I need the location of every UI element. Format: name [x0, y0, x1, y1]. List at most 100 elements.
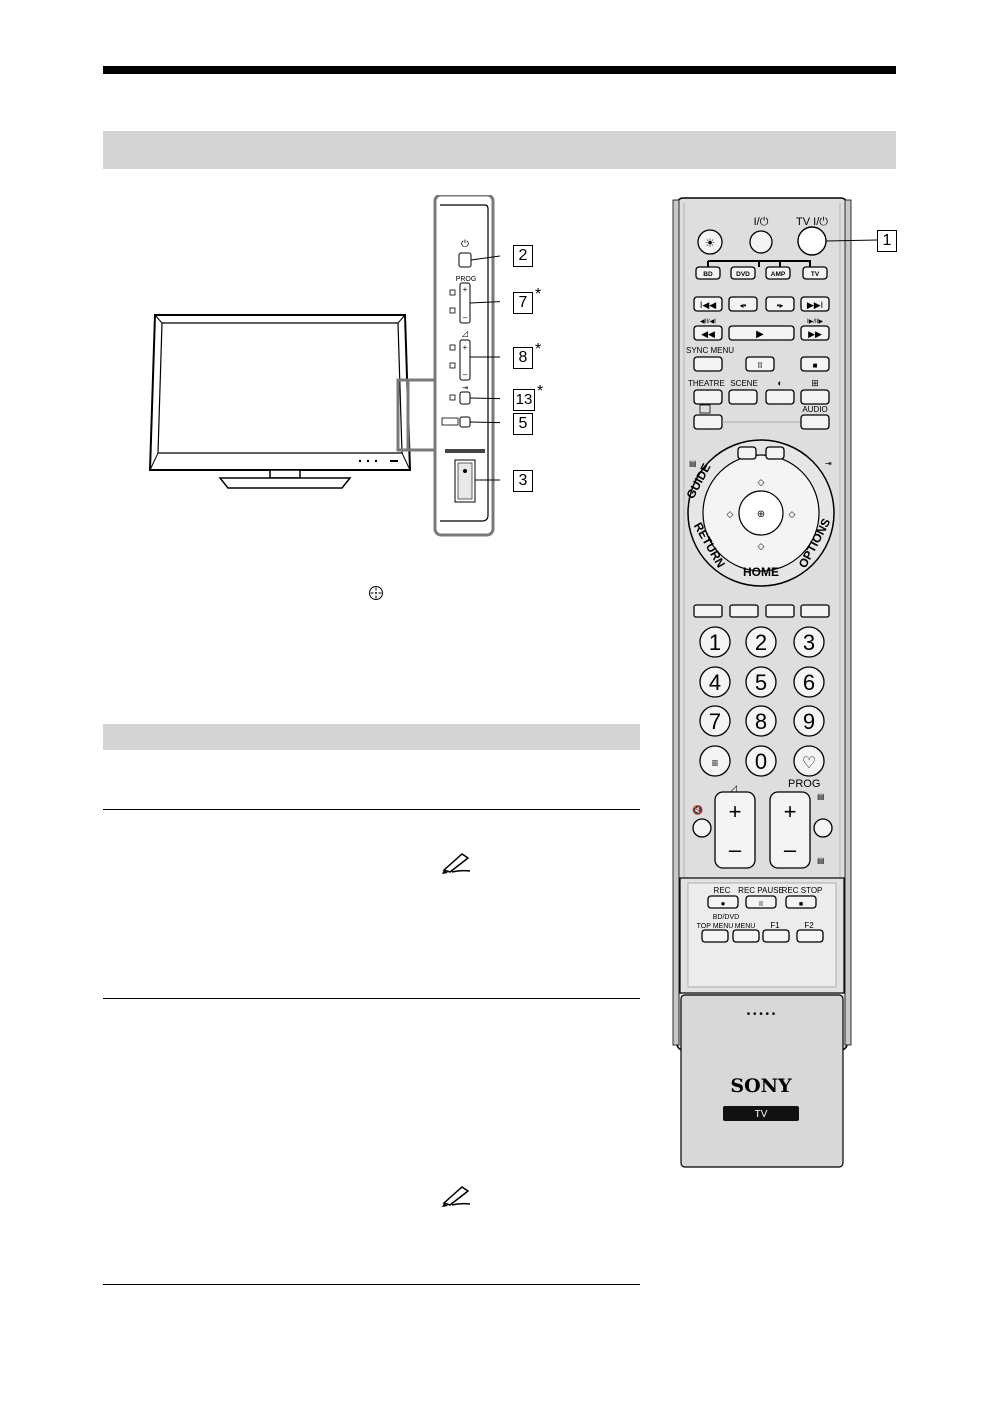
svg-text:SYNC MENU: SYNC MENU [686, 346, 734, 355]
svg-text:+: + [784, 799, 797, 824]
volume-rocker [714, 791, 756, 869]
svg-text:• • • • •: • • • • • [747, 1009, 776, 1020]
callout-2: 2 [513, 245, 533, 267]
callout-3: 3 [513, 470, 533, 492]
remote-control-illustration: .rt { font-family: "Liberation Sans", sa… [672, 197, 878, 1168]
svg-text:PROG: PROG [788, 778, 820, 790]
callout-7-asterisk: * [535, 286, 542, 303]
svg-text:◐: ◐ [777, 378, 782, 388]
svg-text:HOME: HOME [743, 565, 779, 579]
power-button [749, 230, 773, 254]
svg-text:I/⏻: I/⏻ [754, 216, 769, 228]
svg-text:TOP MENU: TOP MENU [697, 923, 734, 930]
callout-5: 5 [513, 413, 533, 435]
prog-label: PROG [456, 276, 477, 283]
svg-text:●: ● [721, 899, 726, 908]
svg-text:7: 7 [709, 709, 721, 734]
svg-text:0: 0 [755, 749, 767, 774]
svg-text:+: + [729, 799, 742, 824]
svg-text:▤: ▤ [817, 792, 825, 801]
svg-text:TV: TV [811, 271, 820, 278]
table-row-divider [103, 1284, 640, 1285]
svg-text:REC STOP: REC STOP [782, 886, 823, 895]
svg-text:+: + [463, 285, 468, 294]
note-pencil-icon [442, 853, 471, 874]
svg-text:◿: ◿ [730, 783, 737, 793]
svg-text:–: – [784, 837, 797, 862]
prog-rocker [769, 791, 811, 869]
svg-text:F1: F1 [770, 921, 780, 930]
svg-text:II: II [759, 901, 763, 908]
svg-text:4: 4 [709, 670, 721, 695]
svg-text:I◀◀: I◀◀ [700, 300, 716, 310]
svg-text:⇥: ⇥ [462, 385, 468, 392]
table-header [103, 724, 640, 750]
svg-text:TV I/⏻: TV I/⏻ [796, 216, 828, 228]
svg-text:3: 3 [803, 630, 815, 655]
svg-text:–: – [463, 370, 468, 379]
svg-text:▶: ▶ [756, 329, 764, 340]
svg-text:⊕: ⊕ [757, 509, 765, 520]
svg-text:9: 9 [803, 709, 815, 734]
svg-text:+: + [463, 343, 468, 352]
svg-text:–: – [729, 837, 742, 862]
svg-text:1: 1 [709, 630, 721, 655]
svg-text:I▶/II▶: I▶/II▶ [807, 319, 823, 325]
svg-text:🔇: 🔇 [692, 804, 703, 815]
svg-text:⇥: ⇥ [825, 459, 832, 468]
svg-text:DVD: DVD [736, 271, 750, 278]
tv-set [148, 314, 435, 489]
tv-side-panel: ⏻ PROG + – ◿ + – ⇥ [433, 195, 500, 537]
svg-text:◿: ◿ [462, 329, 469, 338]
svg-text:8: 8 [755, 709, 767, 734]
crosshair-icon [369, 586, 383, 600]
callout-8-asterisk: * [535, 341, 542, 358]
svg-text:BD/DVD: BD/DVD [713, 914, 739, 921]
note-pencil-icon [442, 1186, 471, 1207]
svg-text:▶▶: ▶▶ [808, 329, 822, 339]
svg-text:■: ■ [799, 901, 803, 908]
svg-text:6: 6 [803, 670, 815, 695]
svg-text:5: 5 [755, 670, 767, 695]
table-row-divider [103, 998, 640, 999]
svg-text:BD: BD [703, 271, 713, 278]
tv-illustration: ⏻ PROG + – ◿ + – ⇥ [148, 195, 500, 537]
table-row-divider [103, 809, 640, 810]
callout-7: 7 [513, 292, 533, 314]
svg-text:⏻: ⏻ [461, 239, 469, 250]
svg-text:◂•: ◂• [740, 301, 747, 310]
svg-text:⊞: ⊞ [811, 378, 819, 388]
svg-text:◇: ◇ [727, 509, 734, 519]
svg-text:REC PAUSE: REC PAUSE [738, 886, 784, 895]
svg-text:REC: REC [714, 886, 731, 895]
top-rule [103, 66, 896, 74]
svg-text:–: – [463, 313, 468, 322]
svg-text:◇: ◇ [758, 541, 765, 551]
svg-text:THEATRE: THEATRE [688, 379, 725, 388]
svg-text:TV: TV [755, 1109, 768, 1120]
svg-text:≡: ≡ [711, 756, 718, 770]
svg-text:•▸: •▸ [777, 301, 784, 310]
svg-text:SCENE: SCENE [730, 379, 758, 388]
svg-text:AUDIO: AUDIO [802, 405, 827, 414]
callout-8: 8 [513, 347, 533, 369]
svg-text:♡: ♡ [802, 755, 816, 772]
svg-text:2: 2 [755, 630, 767, 655]
svg-text:SONY: SONY [730, 1075, 792, 1097]
callout-1: 1 [877, 230, 897, 252]
illumination-button [697, 229, 723, 255]
svg-text:F2: F2 [804, 921, 814, 930]
section-header-bar [103, 131, 896, 169]
svg-text:◀◀: ◀◀ [701, 329, 715, 339]
callout-13: 13 [513, 389, 535, 411]
tv-power-button [797, 226, 827, 256]
callout-13-asterisk: * [537, 383, 544, 400]
svg-text:◇: ◇ [789, 509, 796, 519]
svg-text:▶▶I: ▶▶I [807, 300, 823, 310]
svg-text:II: II [758, 361, 762, 370]
svg-text:◇: ◇ [758, 477, 765, 487]
svg-text:▤: ▤ [689, 459, 697, 468]
svg-text:MENU: MENU [735, 923, 756, 930]
svg-text:☀: ☀ [705, 236, 716, 250]
svg-text:■: ■ [813, 361, 818, 370]
